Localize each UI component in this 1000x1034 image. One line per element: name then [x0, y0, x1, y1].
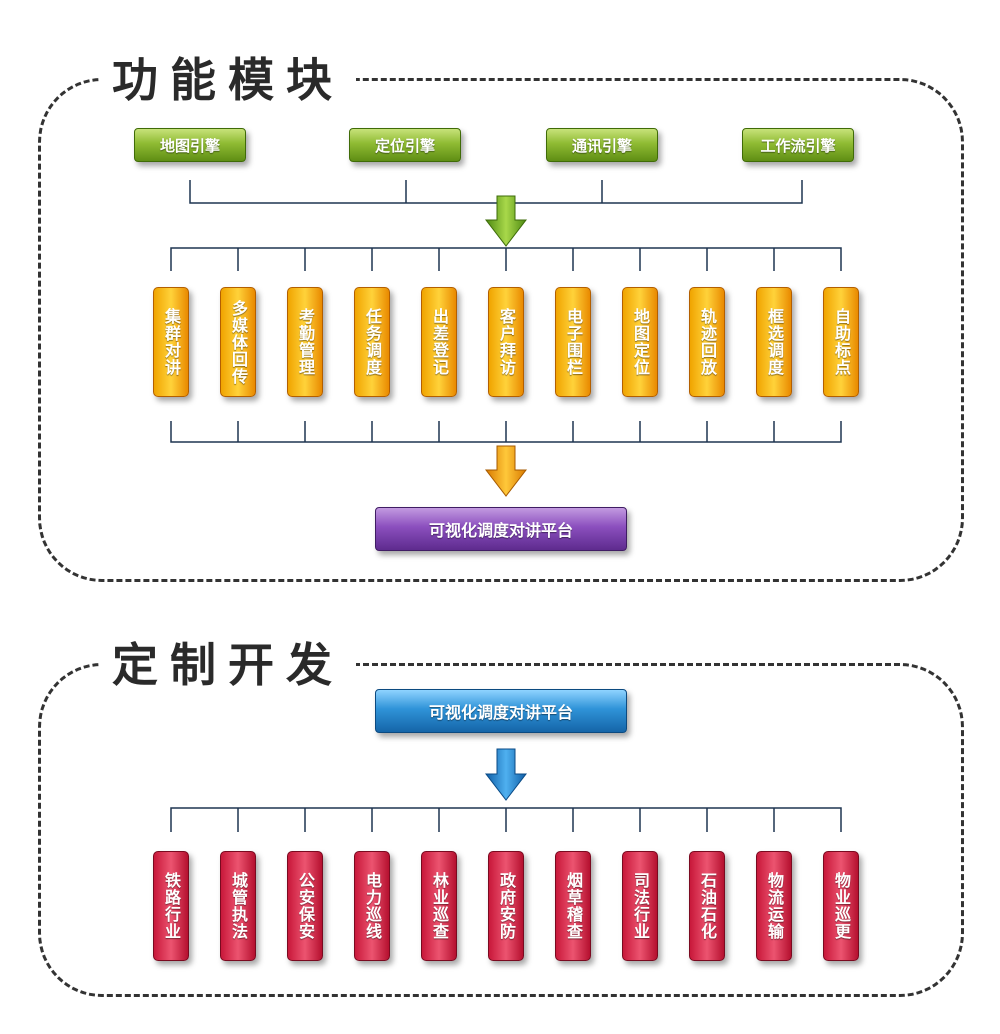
industry-box: 电力巡线: [354, 851, 390, 961]
industry-box: 公安保安: [287, 851, 323, 961]
down-arrow-icon: [484, 748, 528, 801]
platform-box-custom: 可视化调度对讲平台: [375, 689, 627, 733]
industry-box: 政府安防: [488, 851, 524, 961]
engine-map: 地图引擎: [134, 128, 246, 162]
module-box: 多媒体回传: [220, 287, 256, 397]
down-arrow-icon: [484, 445, 528, 497]
module-box: 地图定位: [622, 287, 658, 397]
module-box: 轨迹回放: [689, 287, 725, 397]
section-title-custom-development: 定制开发: [100, 637, 356, 693]
platform-box-functional: 可视化调度对讲平台: [375, 507, 627, 551]
engine-communication: 通讯引擎: [546, 128, 658, 162]
industry-box: 烟草稽查: [555, 851, 591, 961]
module-box: 集群对讲: [153, 287, 189, 397]
module-box: 自助标点: [823, 287, 859, 397]
industry-box: 司法行业: [622, 851, 658, 961]
module-box: 出差登记: [421, 287, 457, 397]
functional-modules-section: [38, 78, 964, 582]
industry-box: 物流运输: [756, 851, 792, 961]
module-box: 客户拜访: [488, 287, 524, 397]
industry-box: 石油石化: [689, 851, 725, 961]
down-arrow-icon: [484, 195, 528, 247]
engine-workflow: 工作流引擎: [742, 128, 854, 162]
industry-box: 城管执法: [220, 851, 256, 961]
industry-box: 铁路行业: [153, 851, 189, 961]
module-box: 考勤管理: [287, 287, 323, 397]
module-box: 任务调度: [354, 287, 390, 397]
custom-development-section: [38, 663, 964, 997]
module-box: 电子围栏: [555, 287, 591, 397]
section-title-functional-modules: 功能模块: [100, 52, 356, 108]
industry-box: 物业巡更: [823, 851, 859, 961]
engine-positioning: 定位引擎: [349, 128, 461, 162]
industry-box: 林业巡查: [421, 851, 457, 961]
module-box: 框选调度: [756, 287, 792, 397]
